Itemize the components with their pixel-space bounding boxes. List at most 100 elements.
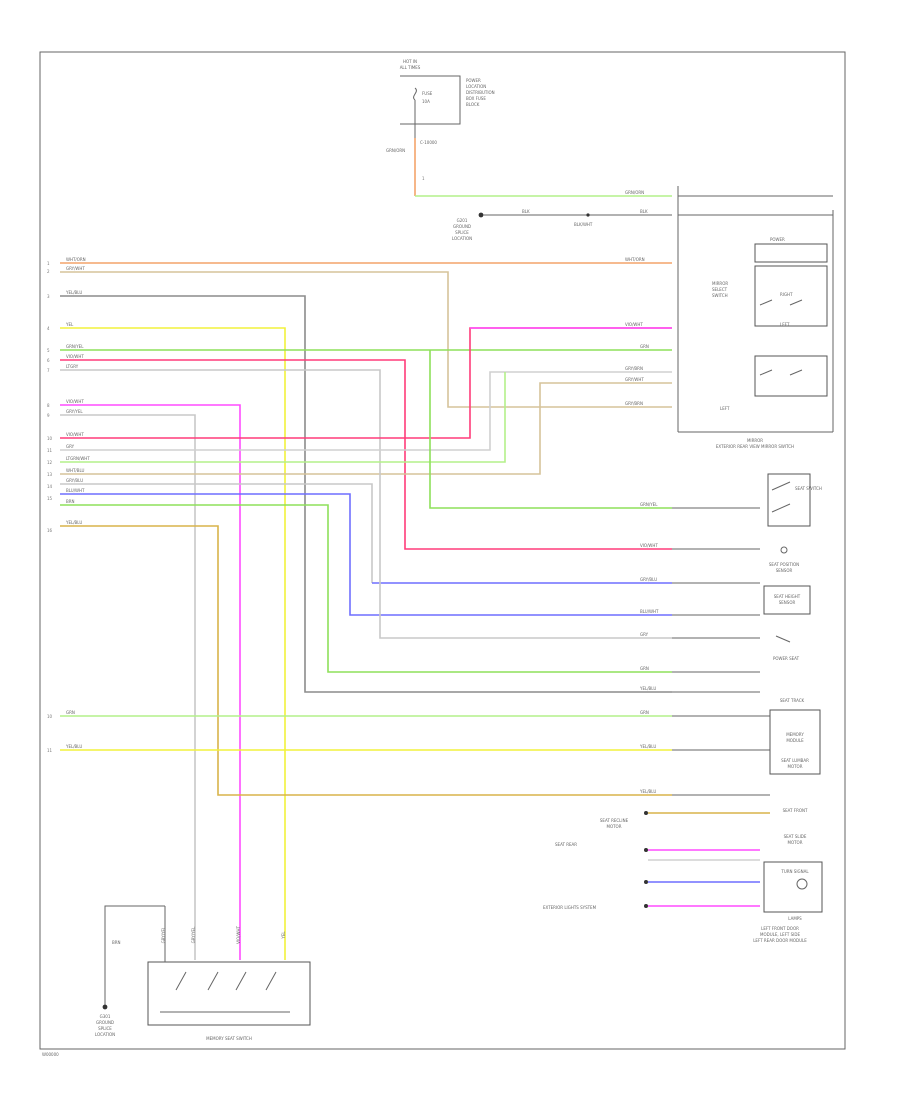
pin-11: 11 — [47, 448, 53, 453]
pin-9: 9 — [47, 413, 50, 418]
door-module-label-2: MODULE, LEFT SIDE — [760, 932, 800, 937]
ground-top-sub-1: GROUND — [453, 224, 471, 229]
pin-6: 6 — [47, 358, 50, 363]
wire-5-label: GRN/YEL — [66, 344, 84, 349]
seat-lumbar-label-1: SEAT LUMBAR — [781, 758, 809, 763]
ground-top-end-label: BLK — [640, 209, 648, 214]
ground-bottom-wire — [104, 905, 165, 1005]
fuse-block-title-2: ALL TIMES — [400, 65, 421, 70]
wire-21-label: YEL/BLU — [65, 744, 82, 749]
pin-10: 10 — [47, 436, 53, 441]
ground-top-wire-label: BLK — [522, 209, 530, 214]
mirror-select-1: MIRROR — [712, 281, 728, 286]
wire-13 — [60, 382, 672, 475]
wire-4 — [60, 327, 286, 960]
fuse-symbol-icon — [413, 87, 417, 101]
fuse-label: FUSE — [422, 91, 433, 96]
pin-3: 3 — [47, 294, 50, 299]
pin-14: 14 — [47, 484, 53, 489]
right-connectors — [672, 507, 770, 796]
pin-w20: 10 — [47, 714, 53, 719]
wire-harness: WHT/ORN WHT/ORN GRY/WHT GRY/BRN YEL/BLU … — [47, 257, 672, 960]
fuse-wire-label: GRN/ORN — [386, 148, 405, 153]
door-module-label-1: LEFT FRONT DOOR — [761, 926, 799, 931]
pin-5: 5 — [47, 348, 50, 353]
wire-8 — [60, 404, 241, 960]
power-feed-label: GRN/ORN — [625, 190, 644, 195]
wire-16-end-label: GRN — [640, 666, 649, 671]
seat-position-sensor-icon — [780, 546, 788, 554]
wire-20-label: GRN — [66, 710, 75, 715]
fuse-block-desc-5: BLOCK — [466, 102, 480, 107]
memory-switch-box — [147, 961, 311, 1026]
wire-15 — [60, 493, 672, 616]
seat-recline-dot — [644, 811, 648, 815]
wire-17-end-label: GRN/YEL — [640, 502, 658, 507]
ext-lights-label: EXTERIOR LIGHTS SYSTEM — [543, 905, 597, 910]
seat-switch-box — [767, 473, 811, 527]
mirror-power-box — [754, 243, 828, 263]
seat-recline-label-2: MOTOR — [607, 824, 622, 829]
mirror-switch-sub: EXTERIOR REAR VIEW MIRROR SWITCH — [716, 444, 794, 449]
right-components: SEAT SWITCH SEAT POSITION SENSOR SEAT HE… — [543, 473, 823, 943]
seat-height-label-2: SENSOR — [779, 600, 796, 605]
pin-12: 12 — [47, 460, 53, 465]
seat-rear-label: SEAT REAR — [555, 842, 577, 847]
fuse-block-desc-3: DISTRIBUTION — [466, 90, 495, 95]
wire-9-label: GRY/YEL — [66, 409, 83, 414]
wire-10-label: VIO/WHT — [66, 432, 84, 437]
diagram-border — [39, 51, 846, 1050]
left-connector-pins: 1 2 3 4 5 6 7 8 9 10 11 12 13 14 15 16 — [47, 261, 53, 533]
wire-20-end-label: GRN — [640, 710, 649, 715]
memory-module-label-2: MODULE — [786, 738, 804, 743]
ground-bottom-sub-2: SPLICE — [98, 1026, 112, 1031]
wire-4-label: YEL — [65, 322, 74, 327]
fuse-block: HOT IN ALL TIMES POWER LOCATION DISTRIBU… — [386, 59, 495, 181]
wire-7-label: LTGRY — [66, 364, 79, 369]
seat-switch-label: SEAT SWITCH — [795, 486, 822, 491]
ground-top-dot — [478, 212, 484, 218]
mirror-select-3: SWITCH — [712, 293, 728, 298]
ground-top-pin: BLK/WHT — [574, 222, 593, 227]
seat-position-label-1: SEAT POSITION — [769, 562, 799, 567]
ground-bottom-sub-3: LOCATION — [95, 1032, 115, 1037]
turn-signal-label-1: TURN SIGNAL — [780, 869, 809, 874]
wire-21-end-label: YEL/BLU — [639, 744, 656, 749]
memory-lead-label-3: VIO/WHT — [236, 926, 241, 944]
ground-bottom-label: G301 — [100, 1014, 111, 1019]
fuse-block-desc-4: BOX FUSE — [466, 96, 486, 101]
ext-lights-dot-1 — [644, 880, 648, 884]
mirror-switch-label: MIRROR — [747, 438, 763, 443]
fuse-block-outline — [400, 75, 461, 125]
fuse-pin-label: 1 — [422, 176, 425, 181]
wire-6-label: VIO/WHT — [66, 354, 84, 359]
ground-top-sub-3: LOCATION — [452, 236, 472, 241]
wire-17 — [429, 350, 672, 509]
mirror-lower-text: LEFT — [720, 406, 730, 411]
mirror-lower-box — [754, 355, 828, 397]
wire-1-end-label: WHT/ORN — [625, 257, 645, 262]
fuse-amp: 10A — [422, 99, 430, 104]
wire-14 — [60, 483, 373, 583]
turn-signal-label-2: LAMPS — [788, 916, 802, 921]
wire-11 — [60, 371, 672, 451]
pin-1: 1 — [47, 261, 50, 266]
seat-position-label-2: SENSOR — [776, 568, 793, 573]
wire-19-end-label: YEL/BLU — [639, 789, 656, 794]
turn-signal-box — [763, 861, 823, 913]
pin-15: 15 — [47, 496, 53, 501]
seat-rear-dot — [644, 848, 648, 852]
fuse-block-desc-2: LOCATION — [466, 84, 486, 89]
ground-top-splice — [586, 213, 590, 217]
ground-bottom: BRN G301 GROUND SPLICE LOCATION — [95, 905, 165, 1037]
memory-lead-label-4: YEL — [281, 931, 286, 940]
pin-w21: 11 — [47, 748, 53, 753]
mirror-contacts-icon — [759, 299, 803, 376]
memory-switch-label: MEMORY SEAT SWITCH — [206, 1036, 252, 1041]
wire-3-end-label: YEL/BLU — [639, 686, 656, 691]
wire-19 — [60, 525, 672, 796]
ground-bottom-sub-1: GROUND — [96, 1020, 114, 1025]
wire-12 — [60, 372, 506, 463]
door-module-label-3: LEFT REAR DOOR MODULE — [753, 938, 807, 943]
